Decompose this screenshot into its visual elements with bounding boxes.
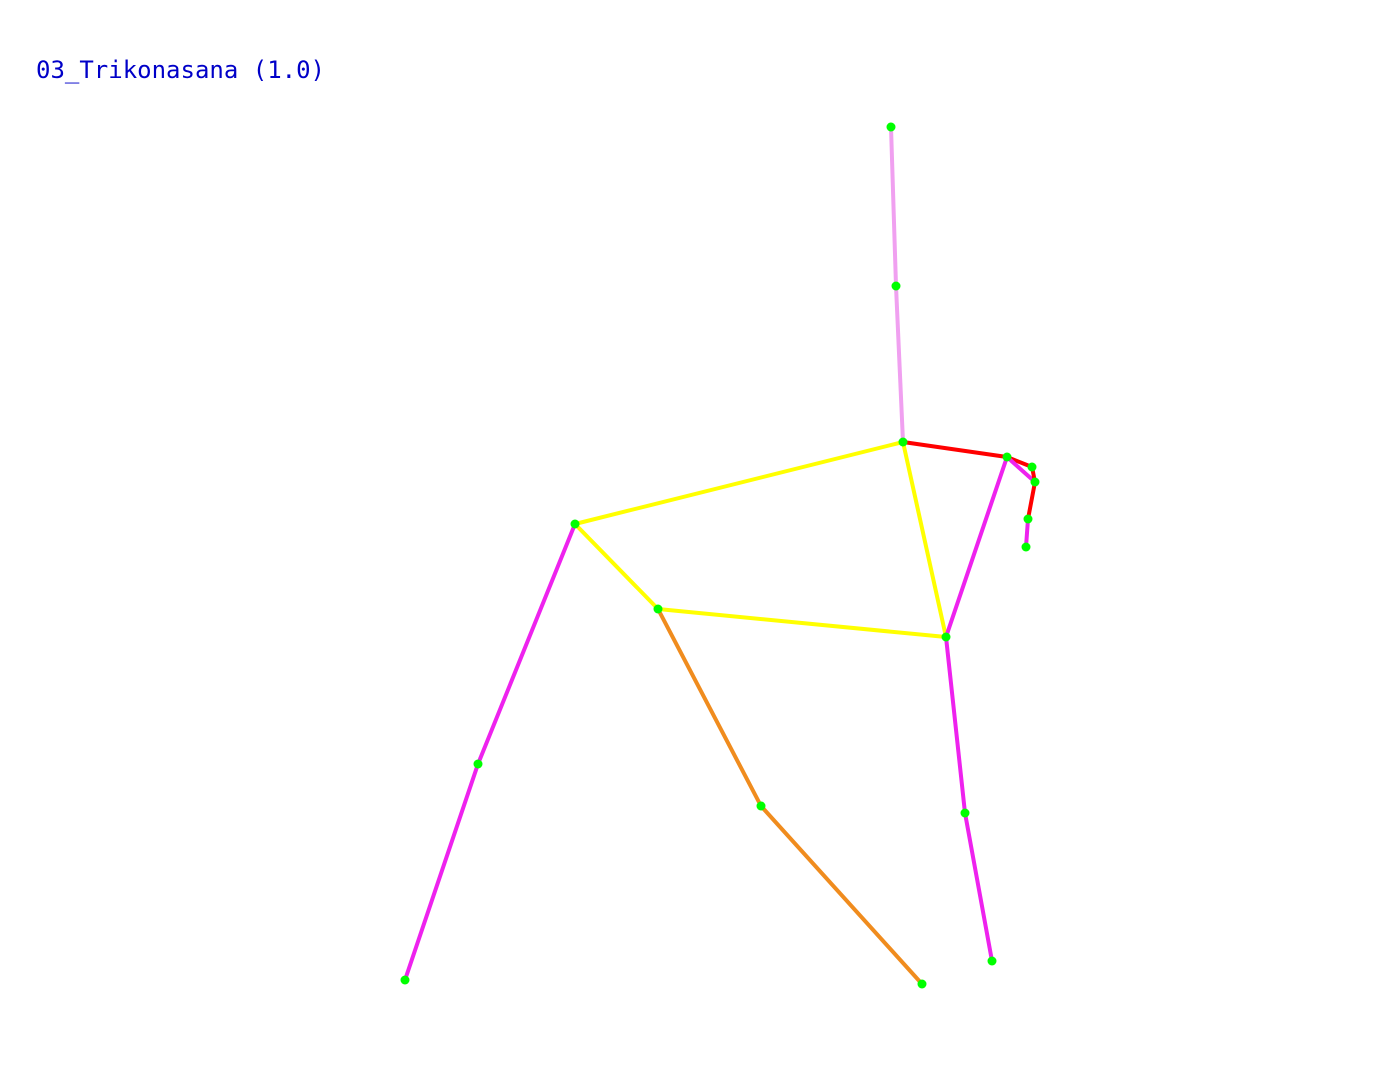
joint-lower-shoulder (570, 519, 580, 529)
skeleton-joints (400, 122, 1040, 989)
joint-raised-elbow (891, 281, 901, 291)
pose-name: 03_Trikonasana (36, 56, 239, 84)
bone-knee-left-ankle-left (759, 804, 924, 986)
bone-raised-hand-raised-elbow (889, 125, 898, 288)
bone-head-b-head-c (1026, 480, 1037, 521)
joint-ankle-left (917, 979, 927, 989)
bone-upper-shoulder-hip-right (901, 440, 948, 639)
joint-ankle-right (987, 956, 997, 966)
bone-hip-left-knee-left (656, 607, 763, 808)
bone-lower-shoulder-hip-left (573, 522, 660, 611)
joint-knee-left (756, 801, 766, 811)
bone-hip-right-knee-right (944, 635, 967, 815)
joint-neck (1002, 452, 1012, 462)
bone-neck-hip-right (944, 455, 1009, 639)
bone-upper-shoulder-lower-shoulder (573, 440, 905, 526)
bone-head-c-head-d (1024, 517, 1030, 549)
bone-neck-head-b (1005, 455, 1037, 484)
joint-lower-elbow (473, 759, 483, 769)
joint-head-a (1027, 462, 1037, 472)
joint-upper-shoulder (898, 437, 908, 447)
joint-head-d (1021, 542, 1031, 552)
bone-upper-shoulder-neck (901, 440, 1009, 459)
bone-hip-left-hip-right (656, 607, 948, 639)
joint-head-b (1030, 477, 1040, 487)
skeleton-bones (403, 125, 1037, 986)
bone-lower-elbow-lower-hand (403, 762, 480, 982)
joint-knee-right (960, 808, 970, 818)
joint-hip-right (941, 632, 951, 642)
joint-raised-hand (886, 122, 896, 132)
joint-hip-left (653, 604, 663, 614)
bone-knee-right-ankle-right (963, 811, 994, 963)
pose-label: 03_Trikonasana (1.0) (36, 52, 325, 88)
pose-score: (1.0) (252, 56, 325, 84)
bone-raised-elbow-upper-shoulder (894, 284, 905, 444)
bone-lower-shoulder-lower-elbow (476, 522, 577, 766)
joint-lower-hand (400, 975, 410, 985)
joint-head-c (1023, 514, 1033, 524)
